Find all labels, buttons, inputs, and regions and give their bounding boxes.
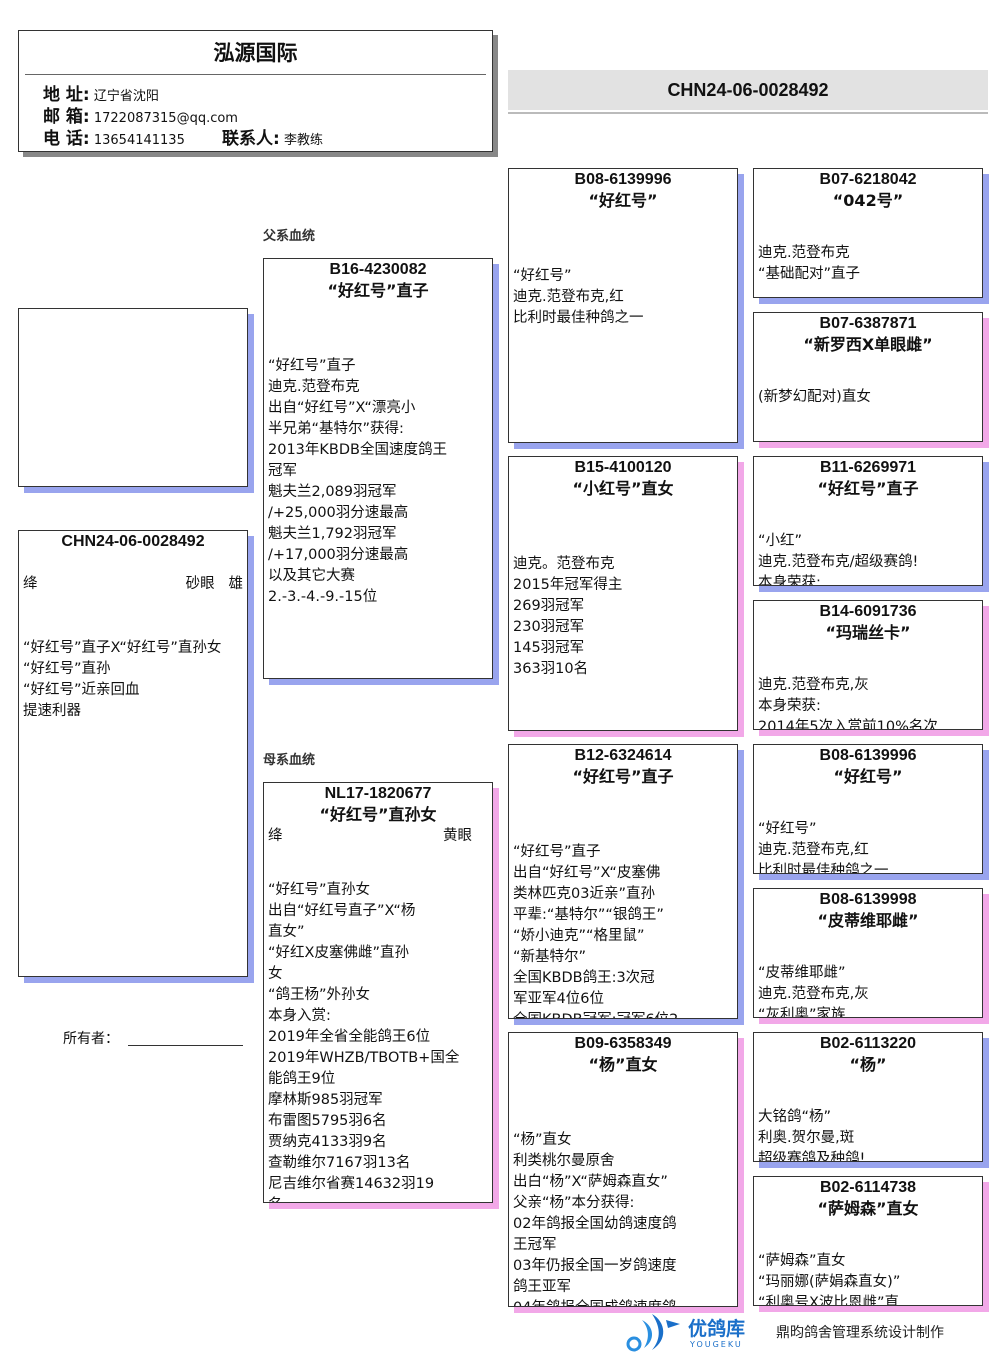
pigeon-id: B08-6139998 (819, 891, 917, 908)
pigeon-name: “小红号”直女 (572, 479, 674, 498)
gen3-card: B08-6139996 “好红号” “好红号” 迪克.范登布克,红 比利时最佳种… (508, 168, 738, 443)
sire-line-label: 父系血统 (263, 229, 316, 244)
pigeon-name: “杨”直女 (588, 1055, 658, 1074)
sire-id: B16-4230082 (329, 261, 427, 278)
subject-card: CHN24-06-0028492 绛 砂眼 雄 “好红号”直子X“好红号”直孙女… (18, 530, 248, 977)
contact-label: 联系人: (222, 129, 280, 149)
pigeon-id: B07-6387871 (819, 315, 917, 332)
pigeon-notes: 迪克.范登布克 “基础配对”直子 (758, 245, 861, 282)
pigeon-notes: “小红” 迪克.范登布克/超级赛鸽! 本身荣获: (758, 533, 919, 586)
pigeon-name: “新罗西X单眼雌” (803, 335, 933, 354)
gen4-card: B07-6218042 “042号” 迪克.范登布克 “基础配对”直子 (753, 168, 983, 298)
subject-id: CHN24-06-0028492 (61, 533, 205, 550)
dam-id: NL17-1820677 (324, 785, 432, 802)
gen4-card: B07-6387871 “新罗西X单眼雌” (新梦幻配对)直女 (753, 312, 983, 442)
phone: 13654141135 (93, 133, 185, 148)
gen4-card: B02-6113220 “杨” 大铭鸽“杨” 利奥.贺尔曼,斑 超级赛鸽及种鸽! (753, 1032, 983, 1162)
gen3-card: B09-6358349 “杨”直女 “杨”直女 利类桃尔曼原舍 出白“杨”X“萨… (508, 1032, 738, 1307)
pigeon-notes: 大铭鸽“杨” 利奥.贺尔曼,斑 超级赛鸽及种鸽! (758, 1109, 866, 1162)
pigeon-notes: 迪克。范登布克 2015年冠军得主 269羽冠军 230羽冠军 145羽冠军 3… (513, 556, 623, 677)
phone-label: 电 话: (43, 129, 90, 149)
pigeon-notes: (新梦幻配对)直女 (758, 389, 871, 405)
pigeon-notes: 迪克.范登布克,灰 本身荣获: 2014年5次入赏前10%名次 (758, 677, 938, 730)
pigeon-notes: “皮蒂维耶雌” 迪克.范登布克,灰 “灰利奥”家族 (758, 965, 869, 1018)
pigeon-notes: “好红号” 迪克.范登布克,红 比利时最佳种鸽之一 (513, 268, 644, 326)
dam-eye: 黄眼 (443, 828, 472, 844)
gen3-card: B15-4100120 “小红号”直女 迪克。范登布克 2015年冠军得主 26… (508, 456, 738, 731)
subject-notes: “好红号”直子X“好红号”直孙女 “好红号”直孙 “好红号”近亲回血 提速利器 (23, 640, 222, 719)
pigeon-notes: “好红号”直子 出自“好红号”X“皮塞佛 类林匹克03近亲”直孙 平辈:“基特尔… (513, 844, 678, 1018)
owner-field[interactable] (128, 1045, 243, 1046)
gen4-card: B02-6114738 “萨姆森”直女 “萨姆森”直女 “玛丽娜(萨娟森直女)”… (753, 1176, 983, 1306)
subject-sex: 雄 (228, 576, 244, 592)
pigeon-name: “042号” (832, 191, 904, 210)
logo-text-en: YOUGEKU (690, 1340, 743, 1349)
address-label: 地 址: (43, 85, 90, 105)
footer-logo: 优鸽库 YOUGEKU (622, 1312, 762, 1354)
photo-box (18, 308, 248, 487)
pigeon-id: B08-6139996 (574, 171, 672, 188)
pigeon-name: “杨” (849, 1055, 887, 1074)
gen4-card: B08-6139998 “皮蒂维耶雌” “皮蒂维耶雌” 迪克.范登布克,灰 “灰… (753, 888, 983, 1018)
dam-name: “好红号”直孙女 (319, 805, 437, 824)
pigeon-id: B02-6114738 (819, 1179, 917, 1196)
subject-eye: 砂眼 (185, 576, 215, 592)
dam-notes: “好红号”直孙女 出自“好红号直子”X“杨 直女” “好红X皮塞佛雌”直孙 女 … (268, 882, 460, 1202)
gen4-card: B11-6269971 “好红号”直子 “小红” 迪克.范登布克/超级赛鸽! 本… (753, 456, 983, 586)
gen3-card: B12-6324614 “好红号”直子 “好红号”直子 出自“好红号”X“皮塞佛… (508, 744, 738, 1019)
pigeon-name: “好红号”直子 (572, 767, 674, 786)
pigeon-id: B15-4100120 (574, 459, 672, 476)
pigeon-id: B07-6218042 (819, 171, 917, 188)
pigeon-id: B08-6139996 (819, 747, 917, 764)
pigeon-name: “好红号” (833, 767, 903, 786)
gen4-card: B14-6091736 “玛瑞丝卡” 迪克.范登布克,灰 本身荣获: 2014年… (753, 600, 983, 730)
pigeon-name: “好红号” (588, 191, 658, 210)
pigeon-id: B12-6324614 (574, 747, 672, 764)
owner-label: 所有者： (63, 1031, 119, 1047)
email-label: 邮 箱: (43, 107, 90, 127)
sire-notes: “好红号”直子 迪克.范登布克 出自“好红号”X“漂亮小 半兄弟“基特尔”获得:… (268, 358, 447, 605)
pigeon-name: “好红号”直子 (817, 479, 919, 498)
pigeon-name: “玛瑞丝卡” (825, 623, 911, 642)
loft-name: 泓源国际 (213, 41, 298, 65)
gen4-card: B08-6139996 “好红号” “好红号” 迪克.范登布克,红 比利时最佳种… (753, 744, 983, 874)
pigeon-name: “皮蒂维耶雌” (817, 911, 919, 930)
logo-text-cn: 优鸽库 (688, 1318, 746, 1340)
email: 1722087315@qq.com (93, 111, 238, 126)
pigeon-notes: “萨姆森”直女 “玛丽娜(萨娟森直女)” “利奥号X波比恩雌”直 (758, 1253, 901, 1306)
dam-color: 绛 (268, 828, 283, 844)
dam-card: NL17-1820677 “好红号”直孙女 绛 黄眼 “好红号”直孙女 出自“好… (263, 782, 493, 1203)
pigeon-id: B14-6091736 (819, 603, 917, 620)
pigeon-name: “萨姆森”直女 (817, 1199, 919, 1218)
dam-line-label: 母系血统 (263, 753, 316, 768)
sire-name: “好红号”直子 (327, 281, 429, 300)
pigeon-id: B09-6358349 (574, 1035, 672, 1052)
footer-credit: 鼎昀鸽舍管理系统设计制作 (776, 1325, 944, 1341)
sire-card: B16-4230082 “好红号”直子 “好红号”直子 迪克.范登布克 出自“好… (263, 258, 493, 679)
pigeon-id: B02-6113220 (819, 1035, 917, 1052)
subject-color: 绛 (23, 576, 38, 592)
address: 辽宁省沈阳 (93, 89, 159, 104)
pigeon-notes: “杨”直女 利类桃尔曼原舍 出白“杨”X“萨姆森直女” 父亲“杨”本分获得: 0… (513, 1132, 677, 1306)
ring-banner: CHN24-06-0028492 (508, 70, 988, 112)
pigeon-id: B11-6269971 (819, 459, 917, 476)
loft-header-card: 泓源国际 地 址: 辽宁省沈阳 邮 箱: 1722087315@qq.com 电… (18, 30, 493, 152)
yougeku-logo-icon (626, 1314, 680, 1352)
contact: 李教练 (283, 133, 323, 148)
pigeon-notes: “好红号” 迪克.范登布克,红 比利时最佳种鸽之一 (758, 821, 889, 874)
divider (25, 74, 486, 75)
